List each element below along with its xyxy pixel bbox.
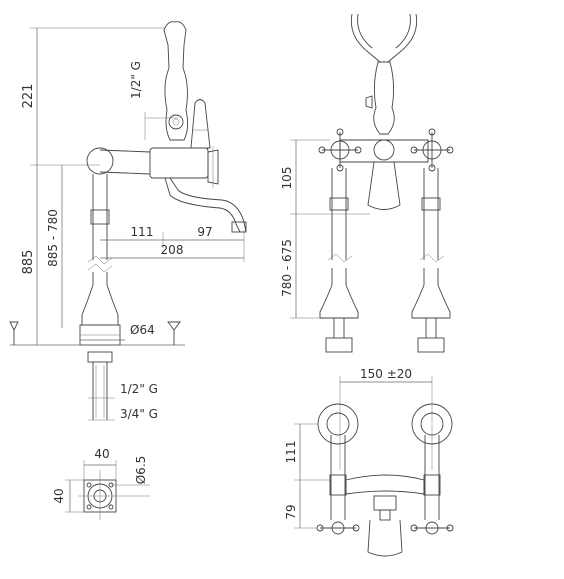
flange-hole (86, 482, 92, 488)
front-base-nut-right (417, 337, 445, 353)
dim-thread-small: 1/2" G (120, 382, 158, 396)
side-spout (164, 177, 247, 233)
side-valve-body (149, 147, 209, 179)
side-lever-handle (190, 99, 211, 149)
dim-top-depth-b: 79 (284, 504, 298, 519)
front-bell-right (411, 284, 451, 319)
dim-top-center: 150 ±20 (360, 367, 412, 381)
front-column (373, 61, 395, 135)
dim-spout-a: 111 (131, 225, 154, 239)
side-leg-upper (92, 174, 108, 260)
top-view: 150 ±20 111 79 (284, 367, 454, 557)
dim-front-upper: 105 (280, 167, 294, 190)
top-handle-right (410, 521, 454, 535)
dim-side-height-range: 885 - 780 (46, 209, 60, 267)
front-handle-left (318, 128, 362, 172)
floor-marker-left (9, 321, 19, 332)
side-view: 221 885 885 - 780 1/2" G (9, 21, 247, 421)
top-nut-left (329, 474, 347, 496)
dim-side-top: 221 (21, 84, 36, 109)
front-cradle (350, 13, 418, 63)
front-bell-left (319, 284, 359, 319)
front-leg-nut-right (421, 197, 441, 211)
top-spout (367, 519, 403, 557)
dim-flange-width: 40 (94, 447, 109, 461)
side-upper-column (163, 21, 189, 141)
front-spout (367, 161, 401, 210)
top-mixer-bar (345, 474, 425, 495)
dim-top-depth-a: 111 (284, 441, 298, 464)
top-base-right (411, 403, 453, 445)
dim-side-total: 885 (21, 250, 36, 275)
side-leg-nut (90, 209, 110, 225)
front-base-nut-left (325, 337, 353, 353)
dim-flange-height: 40 (52, 488, 66, 503)
dim-side-inlet: 1/2" G (129, 61, 143, 99)
side-valve-knob (207, 149, 219, 185)
front-inlet-knob (365, 95, 373, 109)
flange-detail: 40 40 Ø6.5 (52, 447, 150, 520)
side-leg-lower (92, 272, 108, 285)
dim-spout-b: 97 (197, 225, 212, 239)
floor-marker-right (167, 321, 181, 331)
front-view: 105 780 - 675 (280, 13, 454, 353)
front-mixer-bar (339, 139, 429, 163)
dim-thread-large: 3/4" G (120, 407, 158, 421)
top-nut-right (423, 474, 441, 496)
front-center-valve (373, 139, 395, 161)
side-arm (99, 149, 151, 175)
top-base-left (317, 403, 359, 445)
front-handle-right (410, 128, 454, 172)
side-spout-tip (231, 221, 247, 233)
dim-front-leg-range: 780 - 675 (280, 239, 294, 297)
side-tail-nut (87, 351, 113, 363)
front-legs-lower (331, 268, 439, 285)
front-leg-nut-left (329, 197, 349, 211)
side-arm-joint (86, 147, 114, 175)
side-inlet-nut (168, 114, 184, 130)
dim-spout-total: 208 (161, 243, 184, 257)
side-tail-pipe (92, 362, 108, 420)
dim-base-diameter: Ø64 (130, 323, 155, 337)
side-base-bell (81, 284, 119, 326)
top-leg-outline (330, 435, 440, 520)
top-handle-left (316, 521, 360, 535)
dim-hole-diameter: Ø6.5 (134, 456, 148, 485)
top-center-valve (373, 495, 397, 511)
